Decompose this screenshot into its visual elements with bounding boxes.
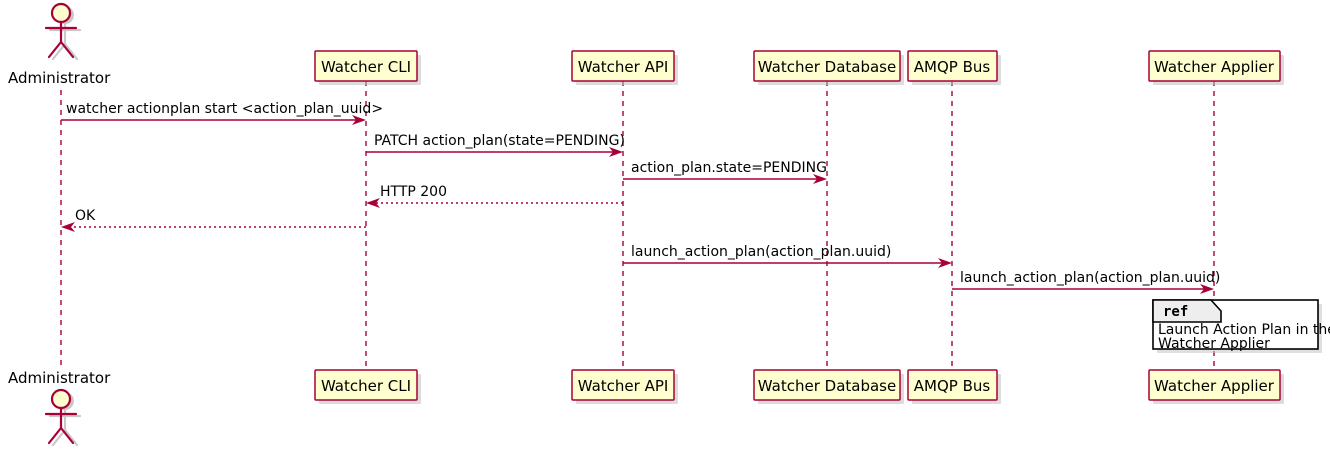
message-label: launch_action_plan(action_plan.uuid): [631, 244, 891, 260]
participant-box-watcher-applier-bottom[interactable]: Watcher Applier: [1148, 369, 1284, 404]
actor-administrator-top[interactable]: Administrator: [8, 2, 111, 87]
actor-label-top: Administrator: [8, 69, 111, 87]
message-2[interactable]: PATCH action_plan(state=PENDING): [366, 133, 625, 157]
participant-box-watcher-database-bottom[interactable]: Watcher Database: [753, 369, 904, 404]
participant-box-amqp-bus-top[interactable]: AMQP Bus: [907, 50, 1001, 85]
message-1[interactable]: watcher actionplan start <action_plan_uu…: [61, 101, 383, 125]
participant-label-watcher-cli: Watcher CLI: [321, 58, 411, 76]
actor-leg-left: [47, 426, 63, 445]
participant-box-watcher-applier-top[interactable]: Watcher Applier: [1148, 50, 1284, 85]
participants-bottom-row: Watcher CLI Watcher API Watcher Database…: [314, 369, 1284, 404]
participant-label-watcher-database: Watcher Database: [758, 58, 896, 76]
actor-leg-left: [47, 40, 63, 59]
actor-leg-right: [59, 426, 75, 445]
message-3[interactable]: action_plan.state=PENDING: [623, 160, 827, 184]
participant-label-amqp-bus: AMQP Bus: [914, 377, 991, 395]
message-6[interactable]: launch_action_plan(action_plan.uuid): [623, 244, 952, 268]
arrowhead-right: [813, 174, 827, 184]
message-label: action_plan.state=PENDING: [631, 160, 827, 176]
lifelines-group: [60, 81, 1215, 370]
arrowhead-left: [366, 198, 380, 208]
participant-label-watcher-cli: Watcher CLI: [321, 377, 411, 395]
message-label: HTTP 200: [380, 184, 447, 200]
arrowhead-right: [609, 147, 623, 157]
arrowhead-right: [352, 115, 366, 125]
message-label: watcher actionplan start <action_plan_uu…: [66, 101, 383, 117]
ref-body-line-2: Watcher Applier: [1158, 336, 1270, 352]
arrowhead-left: [61, 222, 75, 232]
arrowhead-right: [938, 258, 952, 268]
participant-label-watcher-api: Watcher API: [578, 377, 669, 395]
participant-label-watcher-api: Watcher API: [578, 58, 669, 76]
actor-leg-right: [59, 40, 75, 59]
participant-box-watcher-cli-bottom[interactable]: Watcher CLI: [314, 369, 421, 404]
participants-top-row: Watcher CLI Watcher API Watcher Database…: [314, 50, 1284, 85]
ref-fragment[interactable]: ref Launch Action Plan in the Watcher Ap…: [1152, 299, 1330, 353]
actor-administrator-bottom[interactable]: Administrator: [8, 369, 111, 447]
participant-box-watcher-api-bottom[interactable]: Watcher API: [571, 369, 678, 404]
ref-tab-label: ref: [1163, 304, 1188, 320]
arrowhead-right: [1200, 284, 1214, 294]
message-5[interactable]: OK: [61, 208, 366, 232]
actor-head-icon: [50, 388, 72, 410]
message-label: launch_action_plan(action_plan.uuid): [960, 270, 1220, 286]
message-label: OK: [75, 208, 96, 224]
actor-head-icon: [50, 2, 72, 24]
participant-label-amqp-bus: AMQP Bus: [914, 58, 991, 76]
ref-body-line-1: Launch Action Plan in the: [1158, 322, 1330, 338]
participant-label-watcher-applier: Watcher Applier: [1154, 377, 1275, 395]
ref-tab-shape: [1152, 299, 1222, 323]
message-label: PATCH action_plan(state=PENDING): [374, 133, 625, 149]
participant-box-watcher-api-top[interactable]: Watcher API: [571, 50, 678, 85]
participant-box-watcher-database-top[interactable]: Watcher Database: [753, 50, 904, 85]
message-4[interactable]: HTTP 200: [366, 184, 623, 208]
participant-label-watcher-database: Watcher Database: [758, 377, 896, 395]
participant-box-amqp-bus-bottom[interactable]: AMQP Bus: [907, 369, 1001, 404]
actor-label-bottom: Administrator: [8, 369, 111, 387]
participant-box-watcher-cli-top[interactable]: Watcher CLI: [314, 50, 421, 85]
participant-label-watcher-applier: Watcher Applier: [1154, 58, 1275, 76]
message-7[interactable]: launch_action_plan(action_plan.uuid): [952, 270, 1220, 294]
